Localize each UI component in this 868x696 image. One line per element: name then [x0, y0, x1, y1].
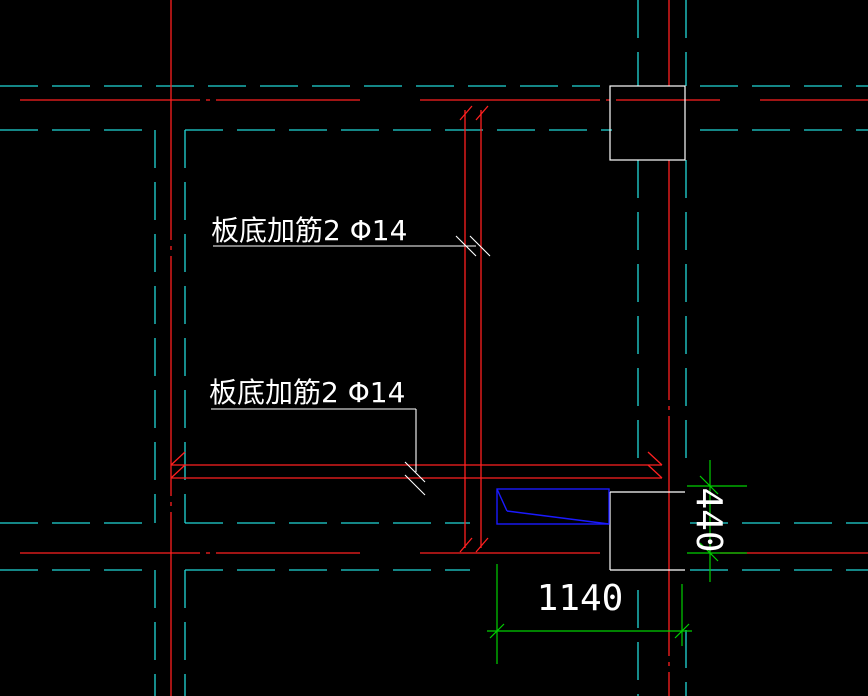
rebar-annotation-upper[interactable]: 板底加筋2 Φ14	[211, 214, 407, 247]
dimension-vertical[interactable]: 440	[688, 487, 729, 552]
selected-slab-element[interactable]	[496, 488, 610, 525]
dimension-horizontal[interactable]: 1140	[537, 578, 624, 619]
rebar-annotation-lower[interactable]: 板底加筋2 Φ14	[209, 376, 405, 409]
column-outlines	[609, 85, 686, 571]
red-axis-lines	[20, 0, 868, 696]
column-top-right[interactable]	[609, 85, 686, 161]
annotation-leaders	[211, 235, 491, 496]
dimension-lines	[487, 460, 747, 664]
